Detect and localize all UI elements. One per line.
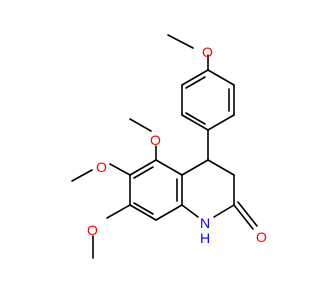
bond-c7-o [106, 204, 131, 219]
ring-bond [129, 159, 157, 176]
ring-bond [181, 69, 209, 86]
ring-bond [129, 204, 157, 221]
ring-bond [207, 69, 235, 86]
bond-methyl-o [167, 34, 194, 49]
oxygen-atom-label: O [96, 159, 107, 175]
carbonyl-oxygen-label: O [256, 229, 267, 245]
bond-o-methyl [71, 169, 93, 182]
molecule-canvas: O O O O O N H [71, 34, 267, 259]
bond-o-methyl [129, 118, 152, 132]
ring-double-bond-inner [133, 202, 154, 215]
lactam-ring [181, 159, 258, 230]
bond-c2-n [213, 204, 235, 218]
methoxy-5 [129, 118, 157, 161]
nitrogen-atom-label: N [200, 215, 210, 231]
ring-double-bond-inner [185, 76, 206, 89]
methoxy-6 [71, 163, 131, 182]
ring-bond [207, 114, 235, 131]
benzo-ring [129, 159, 183, 221]
bond-c4-c4a [181, 159, 209, 176]
ring-double-bond-inner [185, 112, 206, 125]
ring-bond [155, 204, 183, 221]
methoxy-7 [92, 204, 131, 259]
bond-n-c8a [181, 204, 199, 218]
ring-bond [181, 114, 209, 131]
bond-c2-o [233, 204, 254, 230]
structure-diagram: O O O O O N H [71, 34, 267, 259]
bond-c6-o [109, 163, 131, 176]
oxygen-atom-label: O [87, 222, 98, 238]
bond-c4-c3 [207, 159, 235, 176]
bond-c2-o-double [237, 201, 258, 227]
oxygen-atom-label: O [150, 132, 161, 148]
top-methoxy-group [167, 34, 209, 71]
nitrogen-hydrogen-label: H [200, 230, 210, 246]
oxygen-atom-label: O [202, 44, 213, 60]
methoxyphenyl-ring [181, 69, 235, 131]
ring-double-bond-inner [133, 166, 154, 179]
ring-bond [155, 159, 183, 176]
